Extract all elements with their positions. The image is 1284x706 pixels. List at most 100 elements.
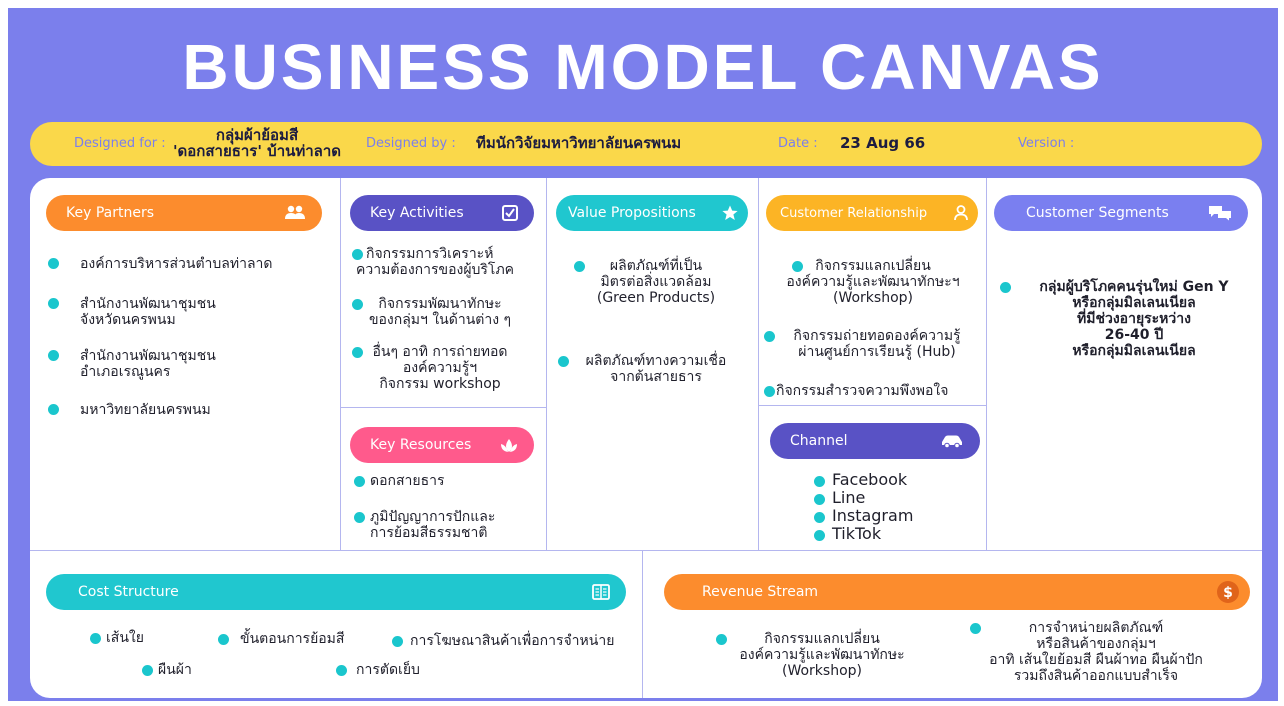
key-resource-item: ภูมิปัญญาการปักและ การย้อมสีธรรมชาติ: [370, 509, 495, 541]
designed-for-value: กลุ่มผ้าย้อมสี 'ดอกสายธาร' บ้านท่าลาด: [172, 127, 342, 159]
designed-for-line1: กลุ่มผ้าย้อมสี: [215, 126, 299, 144]
key-activity-line: อื่นๆ อาทิ การถ่ายทอด: [372, 344, 508, 360]
star-icon: [722, 205, 738, 221]
dollar-icon: $: [1216, 580, 1240, 604]
bullet: [1000, 282, 1011, 293]
customer-segments-title: Customer Segments: [1026, 205, 1169, 221]
value-proposition-item: ผลิตภัณฑ์ทางความเชื่อ จากต้นสายธาร: [566, 353, 746, 385]
key-activity-line: ความต้องการของผู้บริโภค: [356, 262, 515, 278]
book-icon: [592, 584, 610, 600]
key-resource-line: ภูมิปัญญาการปักและ: [370, 509, 496, 525]
key-partner-line: สำนักงานพัฒนาชุมชน: [80, 348, 216, 364]
bullet: [814, 530, 825, 541]
revenue-stream-header: Revenue Stream $: [664, 574, 1250, 610]
channel-item: Instagram: [832, 506, 914, 525]
value-proposition-line: จากต้นสายธาร: [610, 369, 702, 385]
customer-relationship-header: Customer Relationship: [766, 195, 978, 231]
bullet: [48, 258, 59, 269]
version-label: Version :: [1018, 136, 1075, 151]
cost-item: การตัดเย็บ: [356, 662, 420, 678]
cost-item: ขั้นตอนการย้อมสี: [240, 631, 345, 647]
channel-header: Channel: [770, 423, 980, 459]
bullet: [716, 634, 727, 645]
value-propositions-header: Value Propositions: [556, 195, 748, 231]
key-partners-title: Key Partners: [66, 205, 155, 221]
revenue-stream-title: Revenue Stream: [702, 584, 819, 600]
divider: [758, 178, 759, 550]
revenue-item: การจำหน่ายผลิตภัณฑ์ หรือสินค้าของกลุ่มฯ …: [946, 620, 1246, 684]
customer-relationship-line: ผ่านศูนย์การเรียนรู้ (Hub): [798, 344, 956, 360]
key-partner-line: สำนักงานพัฒนาชุมชน: [80, 296, 216, 312]
key-partner-line: อำเภอเรณูนคร: [80, 364, 171, 380]
bullet: [354, 476, 365, 487]
key-activity-line: กิจกรรม workshop: [379, 376, 501, 392]
bullet: [970, 623, 981, 634]
customer-relationship-item: กิจกรรมถ่ายทอดองค์ความรู้ ผ่านศูนย์การเร…: [774, 328, 980, 360]
key-resource-line: การย้อมสีธรรมชาติ: [370, 525, 488, 541]
value-proposition-line: ผลิตภัณฑ์ที่เป็น: [609, 258, 703, 274]
leaf-icon: [500, 437, 518, 453]
key-partners-header: Key Partners: [46, 195, 322, 231]
bullet: [764, 331, 775, 342]
canvas-background: BUSINESS MODEL CANVAS Designed for : กลุ…: [8, 8, 1278, 701]
revenue-line: กิจกรรมแลกเปลี่ยน: [764, 631, 880, 647]
customer-segment-item: กลุ่มผู้บริโภคคนรุ่นใหม่ Gen Y หรือกลุ่ม…: [1010, 279, 1258, 359]
bullet: [352, 347, 363, 358]
date-label: Date :: [778, 136, 818, 151]
bullet: [792, 261, 803, 272]
channel-item: Line: [832, 488, 866, 507]
revenue-line: องค์ความรู้และพัฒนาทักษะ: [739, 647, 905, 663]
cost-structure-header: Cost Structure: [46, 574, 626, 610]
car-icon: [940, 434, 964, 448]
value-proposition-line: (Green Products): [596, 290, 716, 306]
people-icon: [284, 205, 306, 221]
key-activity-item: กิจกรรมการวิเคราะห์ ความต้องการของผู้บริ…: [356, 246, 536, 278]
divider: [30, 550, 1262, 551]
cost-item: ผืนผ้า: [158, 662, 192, 678]
customer-relationship-line: กิจกรรมถ่ายทอดองค์ความรู้: [793, 328, 961, 344]
channel-title: Channel: [790, 433, 848, 449]
bullet: [558, 356, 569, 367]
bullet: [48, 404, 59, 415]
key-activity-item: อื่นๆ อาทิ การถ่ายทอด องค์ความรู้ฯ กิจกร…: [356, 344, 524, 392]
divider: [340, 407, 546, 408]
key-partner-item: สำนักงานพัฒนาชุมชน อำเภอเรณูนคร: [80, 348, 216, 380]
customer-relationship-line: กิจกรรมแลกเปลี่ยน: [815, 258, 931, 274]
date-value: 23 Aug 66: [840, 134, 926, 152]
divider: [546, 178, 547, 550]
revenue-line: การจำหน่ายผลิตภัณฑ์: [1028, 620, 1164, 636]
customer-relationship-title: Customer Relationship: [780, 205, 928, 221]
customer-segment-line: 26-40 ปี: [1104, 327, 1164, 343]
customer-segment-line: ที่มีช่วงอายุระหว่าง: [1077, 311, 1191, 327]
divider: [758, 405, 986, 406]
customer-segments-header: Customer Segments: [994, 195, 1248, 231]
bullet: [764, 386, 775, 397]
key-activity-line: กิจกรรมการวิเคราะห์: [366, 246, 494, 262]
customer-segment-line: หรือกลุ่มมิลเลนเนียล: [1072, 343, 1196, 359]
revenue-line: อาทิ เส้นใยย้อมสี ผืนผ้าทอ ผืนผ้าปัก: [989, 652, 1203, 668]
cost-structure-title: Cost Structure: [78, 584, 179, 600]
key-partner-item: องค์การบริหารส่วนตำบลท่าลาด: [80, 256, 273, 272]
customer-segment-line: กลุ่มผู้บริโภคคนรุ่นใหม่ Gen Y: [1039, 279, 1229, 295]
bullet: [352, 249, 363, 260]
bullet: [574, 261, 585, 272]
bullet: [90, 633, 101, 644]
key-partner-item: มหาวิทยาลัยนครพนม: [80, 402, 211, 418]
cost-item: เส้นใย: [106, 630, 144, 646]
customer-relationship-item: กิจกรรมแลกเปลี่ยน องค์ความรู้และพัฒนาทัก…: [766, 258, 980, 306]
value-propositions-title: Value Propositions: [568, 205, 696, 221]
revenue-line: หรือสินค้าของกลุ่มฯ: [1036, 636, 1156, 652]
channel-item: TikTok: [832, 524, 882, 543]
key-resource-item: ดอกสายธาร: [370, 473, 445, 489]
bullet: [336, 665, 347, 676]
bullet: [814, 512, 825, 523]
bullet: [142, 665, 153, 676]
person-icon: [954, 205, 968, 221]
revenue-line: (Workshop): [782, 663, 862, 679]
bullet: [48, 298, 59, 309]
bullet: [814, 476, 825, 487]
bullet: [48, 350, 59, 361]
bullet: [392, 636, 403, 647]
revenue-item: กิจกรรมแลกเปลี่ยน องค์ความรู้และพัฒนาทัก…: [702, 631, 942, 679]
key-activities-header: Key Activities: [350, 195, 534, 231]
